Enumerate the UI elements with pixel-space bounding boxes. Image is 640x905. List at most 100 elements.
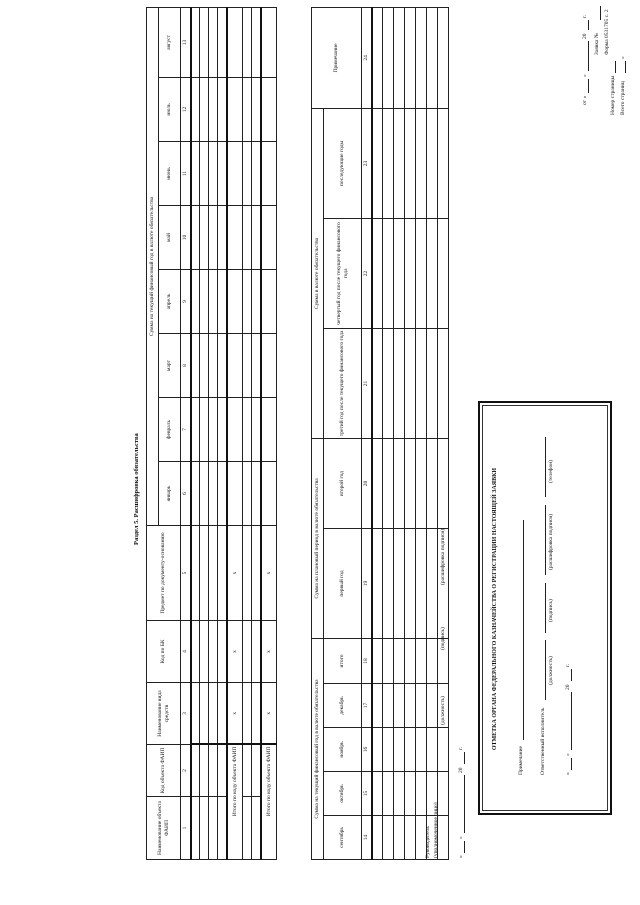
table-cell[interactable] [217, 7, 227, 78]
table-cell[interactable] [371, 638, 383, 684]
table-cell[interactable] [382, 438, 394, 529]
table-cell[interactable] [208, 620, 218, 683]
table-cell[interactable] [190, 461, 200, 526]
table-cell[interactable] [242, 682, 252, 745]
table-cell[interactable] [415, 771, 427, 816]
table-cell[interactable] [199, 141, 209, 206]
table-cell[interactable] [371, 771, 383, 816]
table-cell[interactable] [260, 461, 277, 526]
table-cell[interactable] [437, 727, 449, 772]
table-cell[interactable] [217, 333, 227, 398]
table-cell[interactable] [208, 744, 218, 797]
table-cell[interactable] [404, 7, 416, 109]
table-cell[interactable] [190, 205, 200, 270]
table-cell[interactable] [371, 7, 383, 109]
table-cell[interactable] [242, 7, 252, 78]
table-cell[interactable] [190, 744, 200, 797]
table-cell[interactable] [382, 528, 394, 639]
table-cell[interactable] [393, 218, 405, 329]
table-cell[interactable] [199, 77, 209, 142]
table-cell[interactable] [393, 727, 405, 772]
table-cell[interactable] [226, 205, 243, 270]
table-cell[interactable] [199, 682, 209, 745]
table-cell[interactable] [251, 744, 261, 797]
table-cell[interactable] [404, 683, 416, 728]
table-cell[interactable] [242, 461, 252, 526]
table-cell[interactable] [217, 77, 227, 142]
table-cell[interactable] [260, 141, 277, 206]
table-cell[interactable] [208, 205, 218, 270]
table-cell[interactable] [251, 269, 261, 334]
table-cell[interactable] [260, 7, 277, 78]
table-cell[interactable] [393, 683, 405, 728]
table-cell[interactable] [371, 683, 383, 728]
table-cell[interactable] [393, 108, 405, 219]
table-cell[interactable] [199, 525, 209, 621]
table-cell[interactable] [415, 683, 427, 728]
table-cell[interactable] [251, 141, 261, 206]
table-cell[interactable] [426, 638, 438, 684]
table-cell[interactable] [437, 328, 449, 439]
table-cell[interactable] [199, 620, 209, 683]
table-cell[interactable] [415, 108, 427, 219]
table-cell[interactable] [371, 108, 383, 219]
table-cell[interactable] [260, 77, 277, 142]
table-cell[interactable] [208, 461, 218, 526]
table-cell[interactable] [382, 771, 394, 816]
table-cell[interactable] [426, 438, 438, 529]
table-cell[interactable] [382, 218, 394, 329]
table-cell[interactable] [208, 397, 218, 462]
table-cell[interactable] [415, 328, 427, 439]
table-cell[interactable] [437, 438, 449, 529]
table-cell[interactable] [242, 397, 252, 462]
table-cell[interactable] [426, 108, 438, 219]
table-cell[interactable] [404, 771, 416, 816]
table-cell[interactable] [242, 525, 252, 621]
table-cell[interactable] [404, 108, 416, 219]
table-cell[interactable] [190, 682, 200, 745]
table-cell[interactable] [404, 815, 416, 860]
table-cell[interactable] [393, 438, 405, 529]
table-cell[interactable] [393, 771, 405, 816]
table-cell[interactable] [251, 682, 261, 745]
table-cell[interactable] [426, 218, 438, 329]
table-cell[interactable] [415, 7, 427, 109]
table-cell[interactable] [437, 108, 449, 219]
table-cell[interactable] [208, 796, 218, 860]
table-cell[interactable] [190, 7, 200, 78]
table-cell[interactable] [242, 620, 252, 683]
table-cell[interactable] [190, 397, 200, 462]
table-cell[interactable] [251, 461, 261, 526]
table-cell[interactable] [371, 438, 383, 529]
table-cell[interactable] [217, 796, 227, 860]
table-cell[interactable] [382, 727, 394, 772]
table-cell[interactable] [199, 744, 209, 797]
table-cell[interactable] [404, 727, 416, 772]
table-cell[interactable] [404, 218, 416, 329]
table-cell[interactable] [242, 77, 252, 142]
table-cell[interactable] [437, 218, 449, 329]
table-cell[interactable] [371, 328, 383, 439]
table-cell[interactable] [199, 461, 209, 526]
table-cell[interactable] [226, 461, 243, 526]
table-cell[interactable] [393, 815, 405, 860]
table-cell[interactable] [404, 328, 416, 439]
table-cell[interactable] [242, 141, 252, 206]
table-cell[interactable] [382, 7, 394, 109]
table-cell[interactable] [251, 77, 261, 142]
table-cell[interactable] [208, 77, 218, 142]
table-cell[interactable] [251, 397, 261, 462]
table-cell[interactable] [208, 141, 218, 206]
table-cell[interactable] [382, 683, 394, 728]
table-cell[interactable] [426, 528, 438, 639]
table-cell[interactable] [199, 397, 209, 462]
table-cell[interactable] [260, 333, 277, 398]
table-cell[interactable] [208, 269, 218, 334]
table-cell[interactable] [199, 333, 209, 398]
table-cell[interactable] [190, 796, 200, 860]
table-cell[interactable] [371, 727, 383, 772]
table-cell[interactable] [226, 333, 243, 398]
table-cell[interactable] [226, 269, 243, 334]
table-cell[interactable] [190, 620, 200, 683]
table-cell[interactable] [217, 744, 227, 797]
